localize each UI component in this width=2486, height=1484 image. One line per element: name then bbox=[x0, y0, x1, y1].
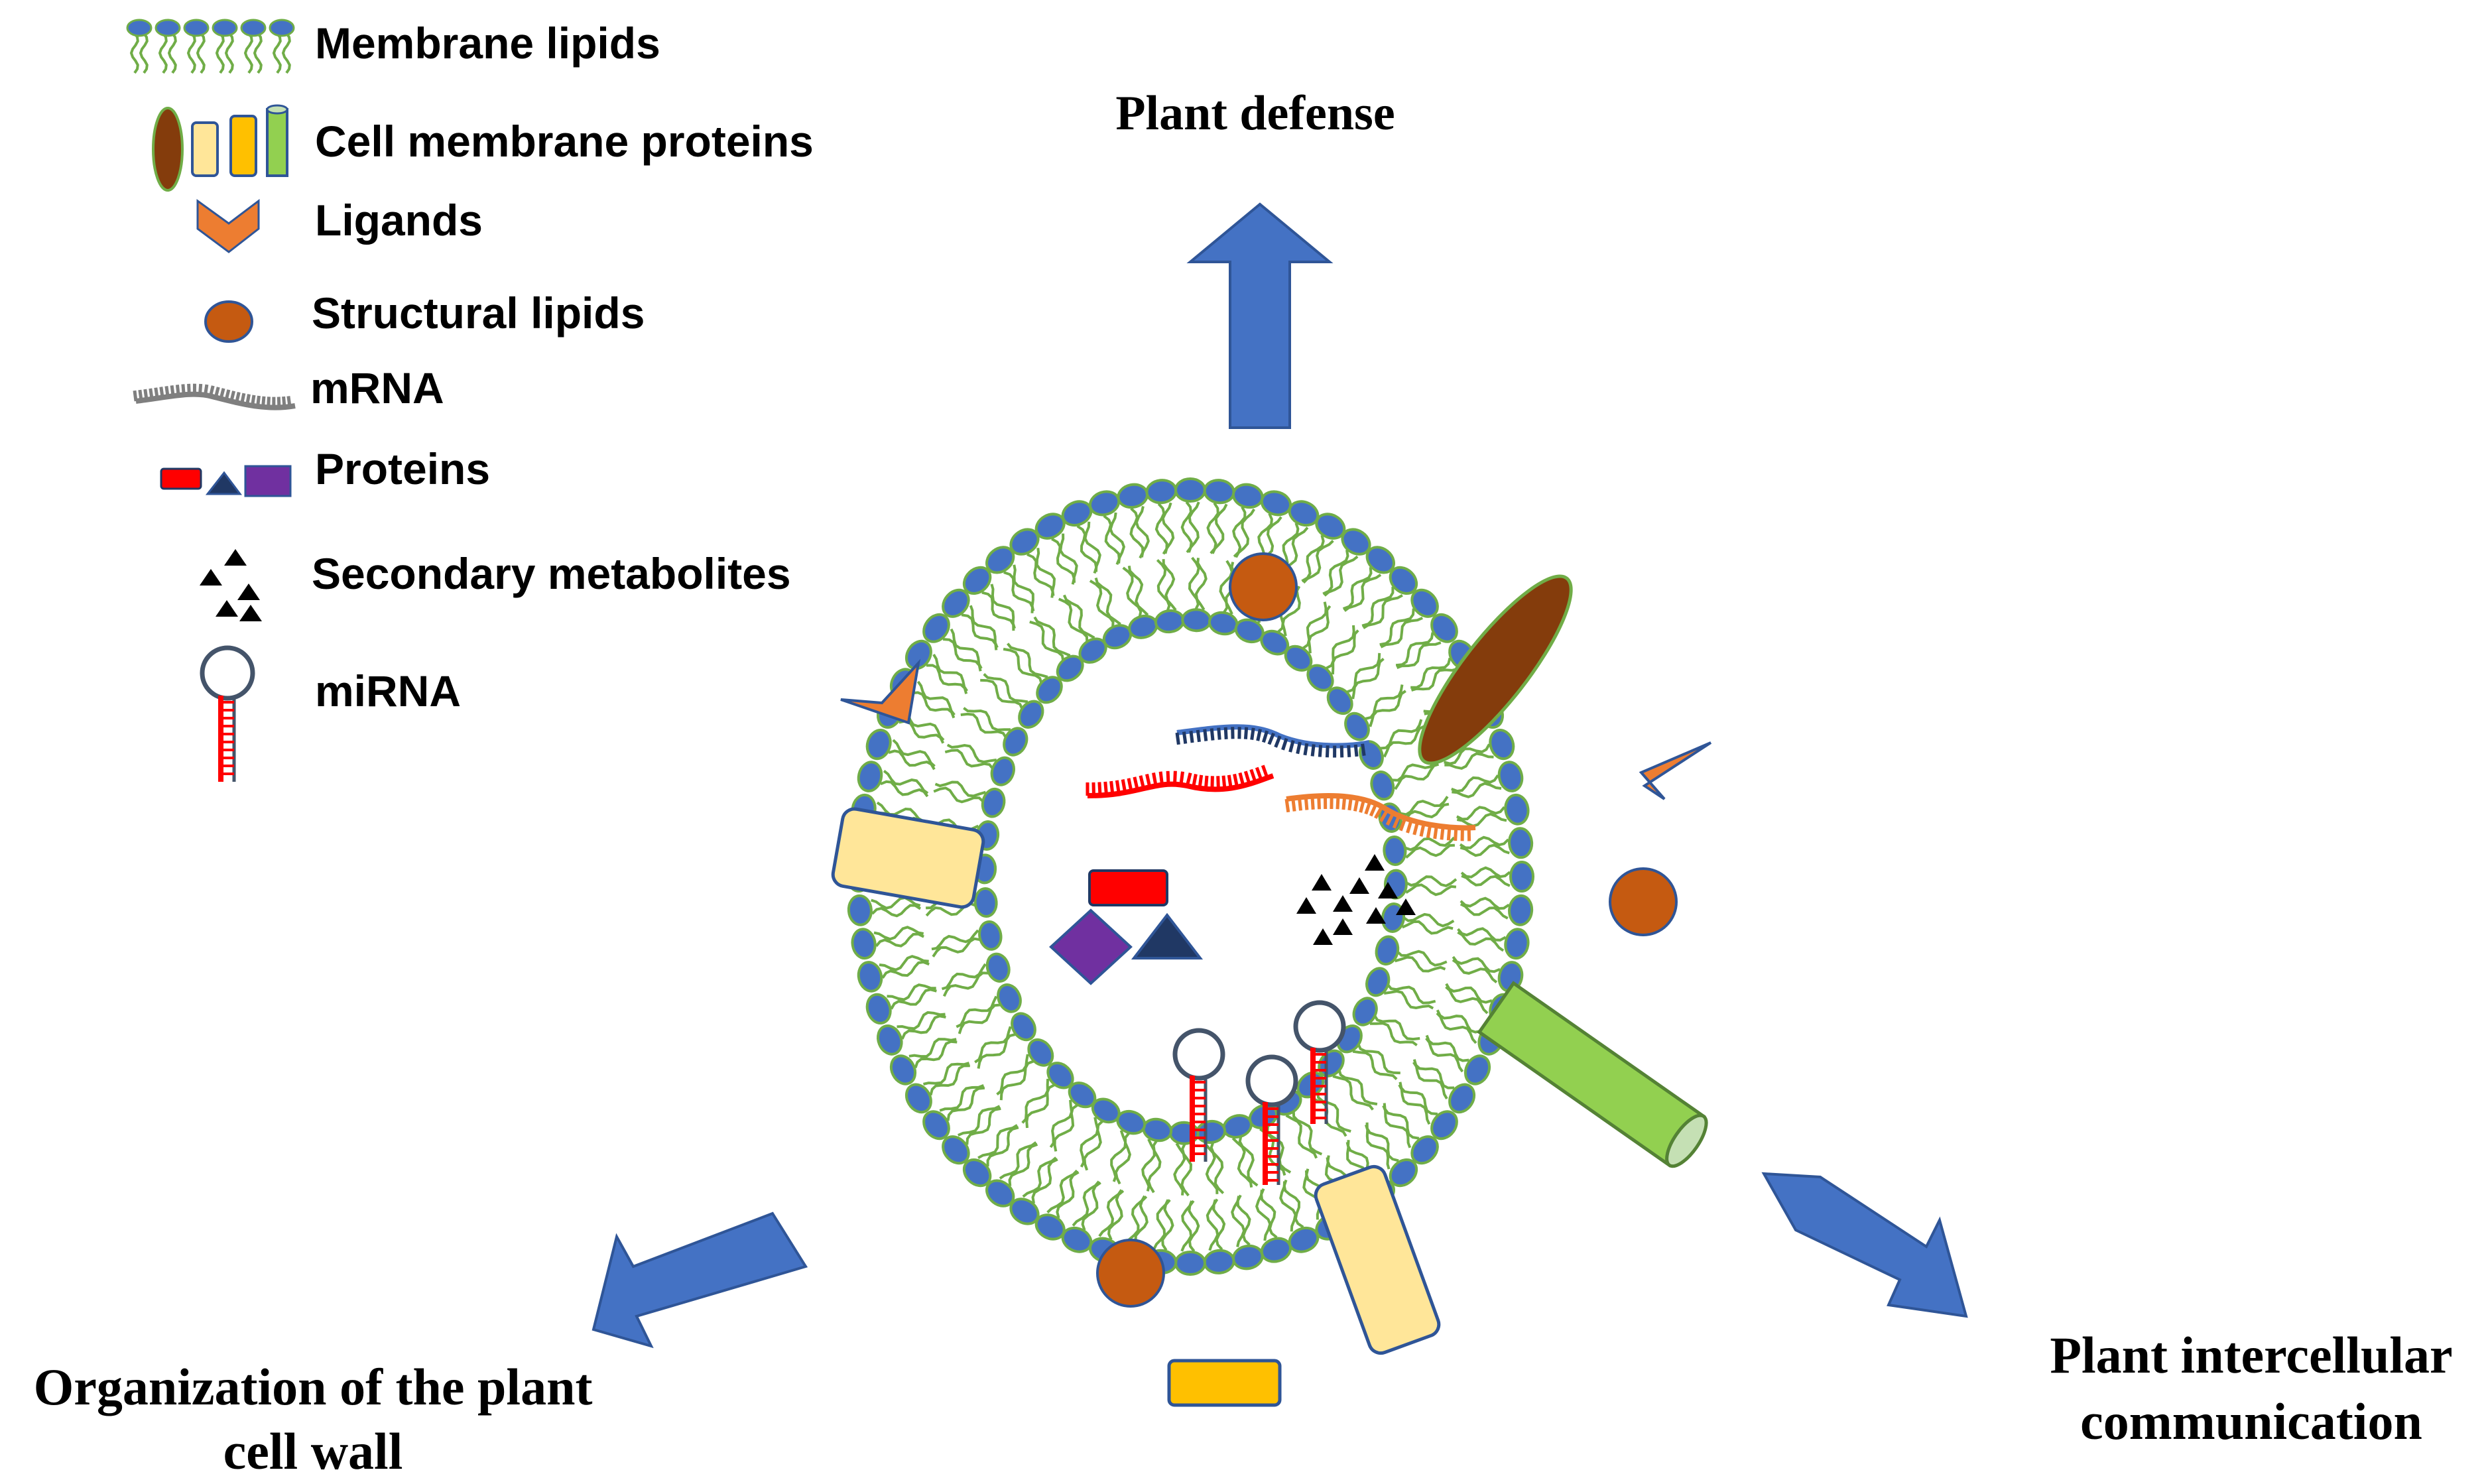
cargo-mirna bbox=[1293, 1000, 1346, 1124]
metabolite-triangle bbox=[1366, 907, 1386, 924]
legend-cell-membrane-proteins: Cell membrane proteins bbox=[315, 117, 814, 166]
arrow-down-right-intercellular bbox=[1761, 1172, 1968, 1318]
structural-lipid-right bbox=[1609, 867, 1678, 936]
cargo-mrna-orange bbox=[1284, 793, 1476, 841]
legend-mrna: mRNA bbox=[310, 363, 444, 412]
membrane-protein-yellow bbox=[1167, 1359, 1282, 1407]
structural-lipid-top bbox=[1229, 552, 1298, 621]
mrna-icon bbox=[133, 383, 296, 410]
metabolite-triangle bbox=[1312, 874, 1332, 891]
legend: Membrane lipids Cell membrane proteins L… bbox=[126, 19, 814, 782]
membrane-lipids-icon bbox=[126, 19, 295, 74]
ligand-right bbox=[1639, 741, 1712, 800]
cargo-protein-red bbox=[1088, 869, 1168, 906]
secondary-metabolites-icon bbox=[200, 549, 262, 621]
mirna-icon bbox=[200, 645, 255, 782]
membrane-protein-cream-bottom bbox=[1314, 1164, 1441, 1355]
label-cell-wall-line1: Organization of the plant bbox=[34, 1358, 593, 1416]
legend-mirna: miRNA bbox=[315, 666, 461, 715]
metabolite-triangle bbox=[1365, 854, 1385, 871]
legend-proteins: Proteins bbox=[315, 444, 490, 493]
ligand-left bbox=[840, 658, 921, 725]
legend-structural-lipids: Structural lipids bbox=[312, 288, 645, 338]
cargo-mrna-blue bbox=[1175, 724, 1370, 758]
label-intercellular-line2: communication bbox=[2080, 1392, 2422, 1450]
cargo-mirna bbox=[1245, 1054, 1298, 1185]
legend-ligands: Ligands bbox=[315, 196, 483, 245]
cell-membrane-proteins-icon bbox=[152, 104, 288, 192]
extracellular-vesicle bbox=[831, 477, 1712, 1407]
ligand-icon bbox=[196, 198, 260, 253]
cargo-protein-purple bbox=[1049, 908, 1133, 985]
membrane-protein-green-cylinder bbox=[1477, 981, 1708, 1168]
metabolite-triangle bbox=[1378, 882, 1398, 898]
metabolite-triangle bbox=[1396, 898, 1416, 915]
membrane-protein-brown bbox=[1418, 574, 1573, 765]
membrane-protein-cream-left bbox=[831, 807, 985, 909]
proteins-icon bbox=[160, 465, 292, 497]
label-plant-defense: Plant defense bbox=[1115, 86, 1395, 141]
metabolite-triangle bbox=[1333, 895, 1353, 912]
structural-lipid-bottom bbox=[1096, 1239, 1165, 1308]
cargo-protein-navy bbox=[1131, 912, 1204, 959]
structural-lipid-icon bbox=[204, 300, 253, 343]
metabolite-triangle bbox=[1333, 918, 1353, 935]
label-cell-wall-line2: cell wall bbox=[223, 1422, 403, 1480]
metabolite-triangle bbox=[1296, 897, 1316, 914]
legend-secondary-metabolites: Secondary metabolites bbox=[312, 549, 791, 598]
metabolite-triangle bbox=[1349, 877, 1369, 894]
legend-membrane-lipids: Membrane lipids bbox=[315, 19, 660, 68]
cargo-mirna bbox=[1172, 1028, 1225, 1162]
label-intercellular-line1: Plant intercellular bbox=[2050, 1326, 2452, 1384]
arrow-up-plant-defense bbox=[1186, 202, 1334, 429]
metabolite-triangle bbox=[1313, 928, 1333, 945]
arrow-down-left-cell-wall bbox=[591, 1211, 808, 1349]
cargo-secondary-metabolites bbox=[1296, 854, 1416, 945]
cargo-mrna-red bbox=[1086, 765, 1274, 798]
